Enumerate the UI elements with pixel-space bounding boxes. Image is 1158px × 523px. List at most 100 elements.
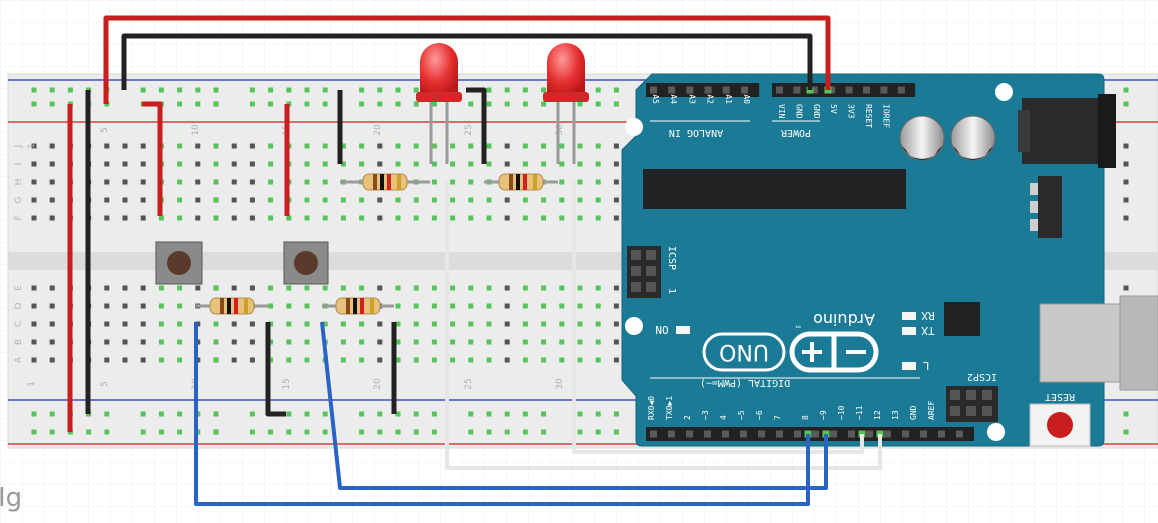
breadboard-hole xyxy=(268,179,274,185)
breadboard-hole xyxy=(195,285,201,291)
wire-black-led2-gnd xyxy=(466,87,487,164)
breadboard-hole xyxy=(49,143,55,149)
rail-hole xyxy=(268,101,274,107)
rx-label: RX xyxy=(921,309,935,322)
header-pin xyxy=(668,430,675,438)
breadboard-hole xyxy=(413,303,419,309)
rail-hole xyxy=(67,87,73,93)
breadboard-hole xyxy=(395,285,401,291)
breadboard-hole xyxy=(613,143,619,149)
header-pin xyxy=(920,430,927,438)
breadboard-hole xyxy=(431,285,437,291)
breadboard-hole xyxy=(31,161,37,167)
rail-hole xyxy=(158,87,164,93)
breadboard-hole xyxy=(541,339,547,345)
breadboard-hole xyxy=(158,321,164,327)
rail-hole xyxy=(504,101,510,107)
breadboard-hole xyxy=(522,357,528,363)
header-pin xyxy=(848,430,855,438)
breadboard-hole xyxy=(613,179,619,185)
usb-chip xyxy=(944,302,980,336)
reset-button[interactable] xyxy=(1029,403,1091,447)
row-label: B xyxy=(14,339,24,345)
rail-hole xyxy=(249,429,255,435)
digital-pin-label: RX0◀0 xyxy=(647,396,656,420)
digital-pin-label: 7 xyxy=(773,415,782,420)
breadboard-hole xyxy=(486,303,492,309)
breadboard-hole xyxy=(249,321,255,327)
digital-pin-label: 12 xyxy=(873,410,882,420)
breadboard-hole xyxy=(49,197,55,203)
breadboard-hole xyxy=(359,161,365,167)
pushbutton[interactable] xyxy=(283,241,329,285)
capacitor xyxy=(899,115,945,161)
breadboard-hole xyxy=(49,357,55,363)
digital-pin-label: GND xyxy=(909,405,918,420)
pushbutton[interactable] xyxy=(155,241,203,285)
breadboard-hole xyxy=(413,215,419,221)
breadboard-hole xyxy=(140,215,146,221)
breadboard-hole xyxy=(122,303,128,309)
breadboard-hole xyxy=(595,357,601,363)
breadboard-hole xyxy=(595,197,601,203)
breadboard-hole xyxy=(104,321,110,327)
breadboard-hole xyxy=(158,339,164,345)
breadboard-hole xyxy=(177,357,183,363)
breadboard-hole xyxy=(104,197,110,203)
row-label: J xyxy=(14,145,24,149)
breadboard-hole xyxy=(322,161,328,167)
breadboard-hole xyxy=(613,161,619,167)
breadboard-hole xyxy=(486,357,492,363)
breadboard-hole xyxy=(340,339,346,345)
breadboard-hole xyxy=(104,179,110,185)
red-led xyxy=(416,43,462,102)
digital-pin-label: ~5 xyxy=(737,410,746,420)
rx-led xyxy=(902,312,916,320)
breadboard-hole xyxy=(377,285,383,291)
breadboard-hole xyxy=(213,179,219,185)
breadboard-hole xyxy=(431,339,437,345)
breadboard-hole xyxy=(231,285,237,291)
breadboard-hole xyxy=(340,143,346,149)
breadboard-hole xyxy=(559,215,565,221)
breadboard-hole xyxy=(140,197,146,203)
breadboard-hole xyxy=(577,285,583,291)
column-number: 5 xyxy=(100,381,110,387)
breadboard-hole xyxy=(49,179,55,185)
breadboard-hole xyxy=(158,285,164,291)
rail-hole xyxy=(1123,101,1129,107)
breadboard-hole xyxy=(268,357,274,363)
breadboard-hole xyxy=(49,303,55,309)
breadboard-hole xyxy=(450,357,456,363)
tx-label: TX xyxy=(921,324,935,337)
wire-black-gnd xyxy=(121,33,813,90)
mounting-hole xyxy=(625,317,643,335)
breadboard-hole xyxy=(340,321,346,327)
breadboard-hole xyxy=(395,321,401,327)
breadboard-hole xyxy=(122,215,128,221)
rail-hole xyxy=(577,411,583,417)
header-pin xyxy=(758,430,765,438)
breadboard-hole xyxy=(522,321,528,327)
rail-hole xyxy=(377,429,383,435)
row-label: E xyxy=(14,285,24,291)
breadboard-hole xyxy=(541,215,547,221)
header-pin xyxy=(704,430,711,438)
uno-badge xyxy=(702,332,786,372)
column-number: 1 xyxy=(27,143,37,149)
breadboard-hole xyxy=(286,339,292,345)
breadboard-hole xyxy=(213,161,219,167)
breadboard-hole xyxy=(31,321,37,327)
rail-hole xyxy=(577,429,583,435)
resistors xyxy=(196,173,558,315)
header-pin xyxy=(668,86,676,94)
rail-hole xyxy=(177,429,183,435)
rail-hole xyxy=(522,87,528,93)
breadboard-hole xyxy=(140,339,146,345)
breadboard-hole xyxy=(395,197,401,203)
breadboard-hole xyxy=(268,321,274,327)
rail-hole xyxy=(613,101,619,107)
breadboard-hole xyxy=(486,143,492,149)
row-label: F xyxy=(14,215,24,220)
header-pin xyxy=(704,86,712,94)
